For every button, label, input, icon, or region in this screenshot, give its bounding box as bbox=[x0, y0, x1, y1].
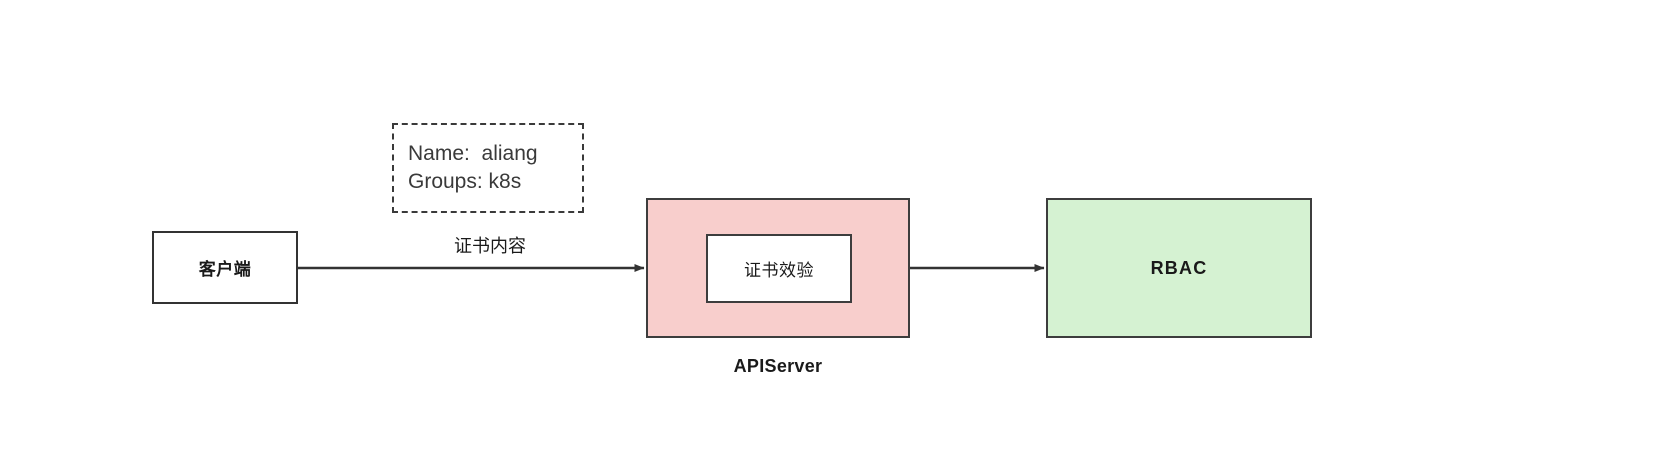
node-rbac-label: RBAC bbox=[1150, 257, 1208, 278]
node-client[interactable]: 客户端 bbox=[152, 231, 298, 304]
node-credentials[interactable]: Name: aliang Groups: k8s bbox=[392, 123, 584, 213]
node-client-label: 客户端 bbox=[198, 260, 252, 279]
node-certificate-verify-label: 证书效验 bbox=[744, 261, 814, 280]
node-apiserver-caption: APIServer bbox=[733, 356, 823, 376]
credentials-groups-line: Groups: k8s bbox=[408, 170, 522, 193]
node-certificate-verify[interactable]: 证书效验 bbox=[706, 234, 852, 303]
node-rbac[interactable]: RBAC bbox=[1046, 198, 1312, 338]
edge-label-certificate-content: 证书内容 bbox=[454, 236, 526, 256]
credentials-name-line: Name: aliang bbox=[408, 142, 538, 166]
